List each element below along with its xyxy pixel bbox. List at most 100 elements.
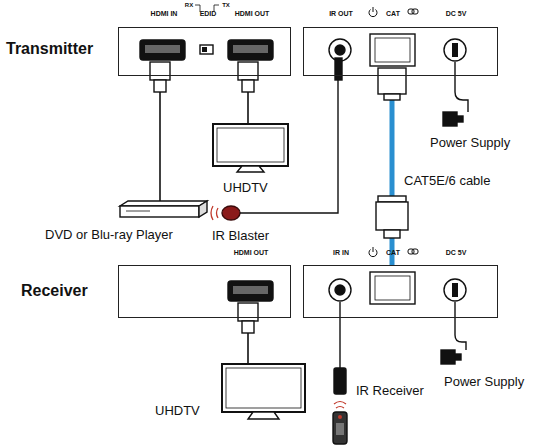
switch-bracket bbox=[195, 5, 200, 12]
dc-jack bbox=[443, 39, 468, 126]
link-icon bbox=[408, 9, 414, 14]
rj45-port bbox=[370, 272, 415, 304]
dvd-player bbox=[126, 211, 150, 212]
device-label: DVD or Blu-ray Player bbox=[45, 228, 173, 241]
hdmi-port bbox=[233, 45, 268, 53]
ir-jack bbox=[329, 279, 351, 394]
cable-label: CAT5E/6 cable bbox=[403, 173, 491, 188]
port-label: HDMI OUT bbox=[234, 249, 269, 256]
hdmi-cable bbox=[159, 92, 161, 202]
power-adapter bbox=[443, 112, 457, 126]
device-title: Receiver bbox=[21, 283, 88, 299]
rj45-plug bbox=[378, 68, 406, 94]
hdmi-plug bbox=[242, 80, 254, 92]
rj45-port bbox=[370, 34, 415, 66]
rj45-plug bbox=[376, 68, 408, 238]
port-label: CAT bbox=[386, 249, 400, 256]
port-label: IR OUT bbox=[329, 10, 353, 17]
hdmi-cable bbox=[247, 333, 249, 364]
rj45-plug bbox=[378, 196, 406, 202]
hdmi-port bbox=[233, 286, 268, 294]
device-panel: ReceiverHDMI OUT bbox=[118, 265, 291, 318]
hdmi-plug bbox=[242, 321, 254, 333]
port-label: DC 5V bbox=[446, 249, 467, 256]
tv-stand bbox=[248, 412, 279, 419]
device-label: IR Blaster bbox=[212, 229, 269, 242]
rj45-plug bbox=[376, 202, 408, 230]
hdmi-port bbox=[140, 40, 185, 60]
power-icon bbox=[373, 7, 374, 12]
ir-wave bbox=[211, 206, 213, 220]
device-label: Power Supply bbox=[430, 136, 510, 149]
device-label: IR Receiver bbox=[356, 384, 424, 397]
hdmi-port bbox=[145, 45, 180, 53]
device-label: UHDTV bbox=[223, 181, 268, 194]
tv-icon bbox=[213, 124, 288, 166]
hdmi-port bbox=[228, 40, 273, 60]
ir-wave bbox=[336, 407, 344, 409]
remote-control bbox=[336, 423, 344, 435]
tv-icon bbox=[226, 368, 301, 408]
ir-jack bbox=[329, 279, 351, 301]
dvd-player bbox=[120, 201, 207, 206]
dvd-player bbox=[120, 201, 207, 217]
link-icon bbox=[408, 9, 418, 254]
ir-blaster bbox=[222, 206, 240, 220]
dc-jack bbox=[444, 39, 466, 61]
power-wire bbox=[455, 302, 466, 350]
link-icon bbox=[408, 249, 414, 254]
tv-icon bbox=[217, 128, 284, 162]
hdmi-port bbox=[140, 40, 273, 60]
rj45-port bbox=[370, 34, 415, 66]
power-adapter bbox=[441, 350, 455, 364]
hdmi-plug bbox=[238, 303, 258, 321]
edid-switch bbox=[195, 5, 219, 54]
rj45-plug bbox=[384, 94, 400, 100]
device-label: Power Supply bbox=[444, 375, 524, 388]
edid-switch bbox=[200, 45, 213, 54]
power-wire bbox=[455, 62, 468, 112]
hdmi-port bbox=[228, 281, 273, 364]
ir-jack bbox=[329, 39, 351, 80]
power-adapter bbox=[457, 116, 463, 122]
port-label: DC 5V bbox=[446, 10, 467, 17]
remote-control bbox=[338, 415, 342, 419]
tv-icon bbox=[213, 124, 288, 172]
port-label: HDMI IN bbox=[151, 10, 178, 17]
hdmi-port bbox=[228, 281, 273, 301]
tv-icon bbox=[222, 364, 305, 412]
ir-plug bbox=[335, 58, 342, 80]
hdmi-plug bbox=[238, 62, 258, 80]
port-label: EDID bbox=[200, 10, 217, 17]
hdmi-plug bbox=[154, 80, 166, 92]
ir-wave bbox=[217, 208, 219, 218]
port-label: RX bbox=[185, 2, 193, 8]
tv-stand bbox=[237, 166, 264, 172]
link-icon bbox=[412, 249, 418, 254]
dvd-player bbox=[120, 206, 199, 217]
dc-jack bbox=[452, 283, 458, 297]
dc-jack bbox=[441, 279, 466, 364]
ir-wave bbox=[334, 402, 346, 405]
remote-control bbox=[333, 412, 347, 444]
ir-receiver bbox=[334, 368, 346, 394]
rj45-port bbox=[375, 276, 410, 300]
port-label: IR IN bbox=[333, 249, 349, 256]
ir-wire bbox=[339, 302, 340, 368]
device-panel: TransmitterHDMI INRXEDIDTXHDMI OUT bbox=[118, 27, 291, 76]
rj45-port bbox=[370, 272, 415, 304]
rj45-plug bbox=[384, 230, 400, 238]
power-icon bbox=[373, 247, 374, 252]
ir-jack bbox=[335, 285, 345, 295]
remote-control bbox=[333, 402, 347, 445]
ir-jack bbox=[335, 45, 345, 55]
power-adapter bbox=[455, 354, 461, 360]
device-label: UHDTV bbox=[155, 404, 200, 417]
hdmi-cable bbox=[247, 92, 249, 124]
ir-blaster bbox=[211, 80, 338, 220]
rj45-port bbox=[375, 38, 410, 62]
device-panel: IR OUTCATDC 5V bbox=[303, 27, 498, 76]
edid-switch bbox=[202, 47, 207, 52]
device-title: Transmitter bbox=[6, 41, 93, 57]
